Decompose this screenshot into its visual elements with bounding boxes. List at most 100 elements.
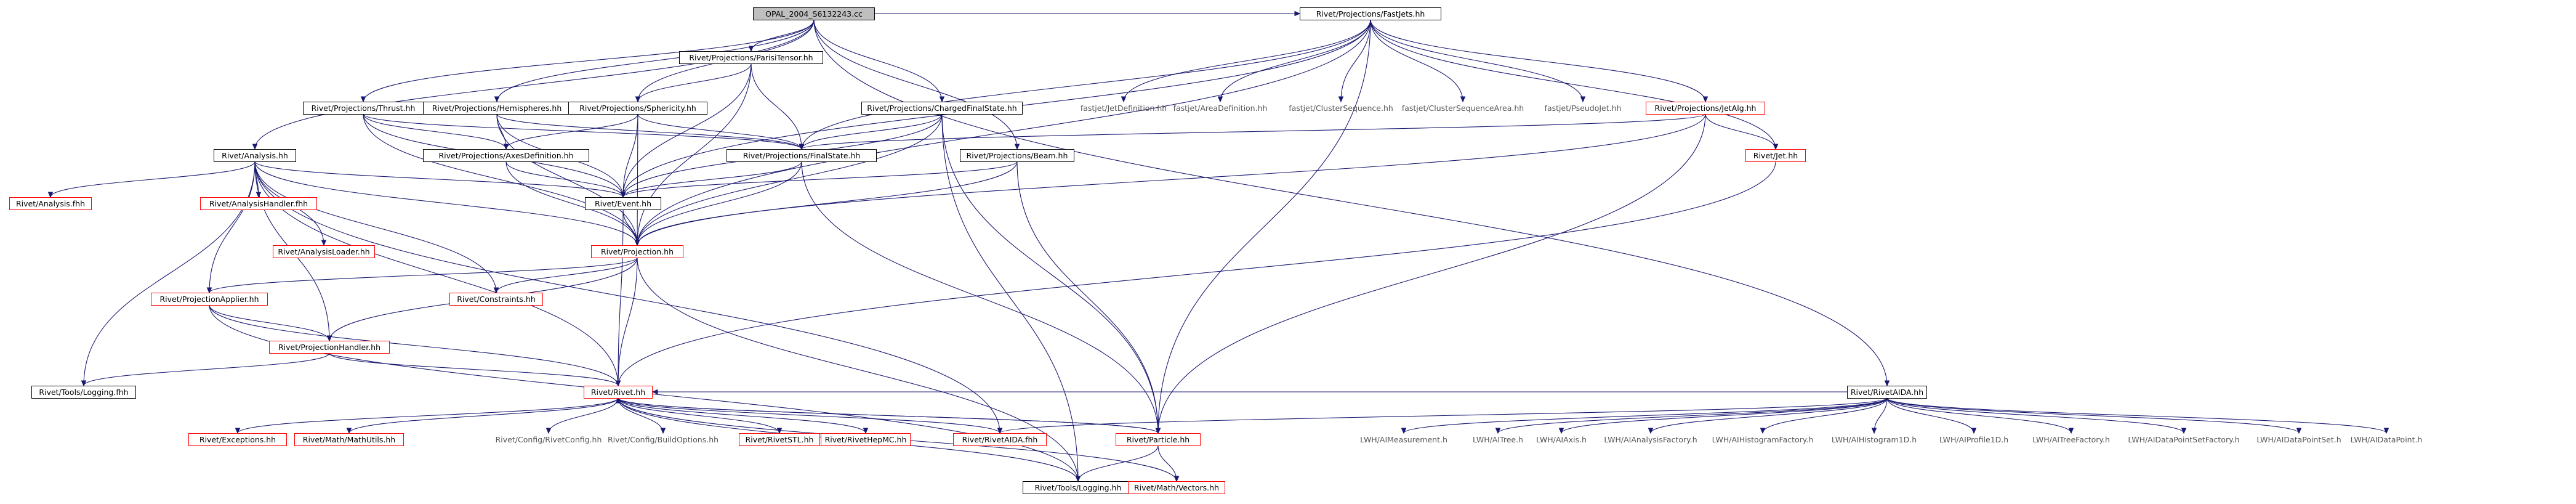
- node-sph[interactable]: Rivet/Projections/Sphericity.hh: [568, 102, 707, 115]
- edge-fj-jalg: [1370, 19, 1706, 102]
- edge-fj-prj: [637, 19, 1371, 246]
- arrowhead-aida-lwt: [1495, 428, 1501, 434]
- arrowhead-pcl-riv: [615, 397, 621, 404]
- node-axd[interactable]: Rivet/Projections/AxesDefinition.hh: [423, 149, 589, 162]
- node-adef: fastjet/AreaDefinition.hh: [1173, 104, 1268, 113]
- edge-pap-riv: [209, 304, 619, 386]
- node-cfs[interactable]: Rivet/Projections/ChargedFinalState.hh: [861, 102, 1023, 115]
- node-par[interactable]: Rivet/Projections/ParisiTensor.hh: [679, 51, 823, 64]
- edge-cfs-tlh: [941, 113, 1079, 482]
- arrowhead-fj-csa: [1460, 96, 1466, 103]
- arrowhead-riv-bo: [660, 428, 666, 434]
- node-bea[interactable]: Rivet/Projections/Beam.hh: [960, 149, 1074, 162]
- node-stl[interactable]: Rivet/RivetSTL.hh: [739, 433, 820, 446]
- edge-evt-riv: [618, 209, 624, 386]
- arrowhead-root-fj: [1294, 10, 1301, 17]
- node-ald[interactable]: Rivet/AnalysisLoader.hh: [273, 245, 375, 258]
- edge-sph-axd: [505, 113, 638, 150]
- node-tlf[interactable]: Rivet/Tools/Logging.fhh: [31, 386, 136, 399]
- edge-sph-evt: [622, 113, 638, 198]
- edge-jalg-prj: [637, 113, 1706, 246]
- arrowhead-phd-tlf: [81, 380, 87, 387]
- node-ahf[interactable]: Rivet/AnalysisHandler.fhh: [200, 197, 317, 210]
- node-fj[interactable]: Rivet/Projections/FastJets.hh: [1300, 7, 1441, 20]
- node-jalg[interactable]: Rivet/Projections/JetAlg.hh: [1646, 102, 1765, 115]
- node-riv[interactable]: Rivet/Rivet.hh: [584, 386, 653, 399]
- node-lwaf: LWH/AIAnalysisFactory.h: [1604, 435, 1697, 444]
- node-raf[interactable]: Rivet/RivetAIDA.fhh: [953, 433, 1047, 446]
- edge-aida-lwds: [1886, 397, 2300, 434]
- node-lwt: LWH/AITree.h: [1473, 435, 1523, 444]
- edge-axd-prj: [505, 161, 638, 246]
- edge-bea-evt: [622, 161, 1018, 198]
- edge-par-fs: [751, 63, 802, 150]
- arrowhead-aida-lwdp: [2383, 428, 2389, 434]
- node-pcl[interactable]: Rivet/Particle.hh: [1116, 433, 1201, 446]
- edge-ana-con: [254, 161, 497, 293]
- edge-riv-exc: [237, 397, 619, 434]
- edge-aida-raf: [999, 397, 1888, 434]
- node-pjet: fastjet/PseudoJet.hh: [1544, 104, 1622, 113]
- arrowhead-root-aida: [1884, 380, 1890, 387]
- node-lwhf: LWH/AIHistogramFactory.h: [1712, 435, 1814, 444]
- node-thr[interactable]: Rivet/Projections/Thrust.hh: [303, 102, 424, 115]
- node-mvh[interactable]: Rivet/Math/Vectors.hh: [1128, 481, 1225, 494]
- node-root[interactable]: OPAL_2004_S6132243.cc: [753, 7, 875, 20]
- edge-pcl-mvh: [1157, 445, 1177, 482]
- edge-pcl-riv: [618, 397, 1159, 434]
- edge-prj-pap: [209, 257, 638, 293]
- arrowhead-root-cfs: [939, 96, 945, 103]
- node-aida[interactable]: Rivet/RivetAIDA.hh: [1847, 386, 1927, 399]
- edge-jalg-jet: [1705, 113, 1776, 150]
- edge-par-sph: [637, 63, 752, 102]
- edge-aida-lwp1: [1886, 397, 1974, 434]
- edge-prj-tlh: [637, 257, 1079, 482]
- node-fs[interactable]: Rivet/Projections/FinalState.hh: [727, 149, 877, 162]
- node-cseq: fastjet/ClusterSequence.hh: [1289, 104, 1393, 113]
- edge-fj-jdef: [1123, 19, 1371, 102]
- edge-par-evt: [622, 63, 752, 198]
- edge-axd-evt: [505, 161, 624, 198]
- node-exc[interactable]: Rivet/Exceptions.hh: [188, 433, 287, 446]
- node-prj[interactable]: Rivet/Projection.hh: [591, 245, 683, 258]
- node-afh[interactable]: Rivet/Analysis.fhh: [9, 197, 92, 210]
- arrowhead-aida-lwh1: [1871, 428, 1877, 434]
- node-lwdp: LWH/AIDataPoint.h: [2350, 435, 2423, 444]
- node-tlh[interactable]: Rivet/Tools/Logging.hh: [1023, 481, 1133, 494]
- edge-bea-prj: [637, 161, 1018, 246]
- arrowhead-riv-rcf: [545, 428, 552, 434]
- node-evt[interactable]: Rivet/Event.hh: [585, 197, 661, 210]
- arrowhead-fj-pjet: [1580, 96, 1586, 103]
- node-mmu[interactable]: Rivet/Math/MathUtils.hh: [294, 433, 404, 446]
- arrowhead-riv-exc: [235, 428, 241, 434]
- edge-fs-evt: [622, 161, 802, 198]
- edge-thr-prj: [363, 113, 638, 246]
- arrowhead-fj-jdef: [1121, 96, 1127, 103]
- node-lwtf: LWH/AITreeFactory.h: [2032, 435, 2110, 444]
- arrowhead-riv-pcl: [1155, 428, 1161, 434]
- node-jet[interactable]: Rivet/Jet.hh: [1745, 149, 1806, 162]
- node-hmc[interactable]: Rivet/RivetHepMC.hh: [821, 433, 911, 446]
- edge-root-aida: [813, 19, 1888, 386]
- node-pap[interactable]: Rivet/ProjectionApplier.hh: [151, 293, 268, 306]
- edge-root-bea: [813, 19, 1018, 150]
- node-hem[interactable]: Rivet/Projections/Hemispheres.hh: [423, 102, 571, 115]
- edge-fj-pjet: [1370, 19, 1584, 102]
- node-phd[interactable]: Rivet/ProjectionHandler.hh: [269, 341, 390, 354]
- arrowhead-root-par: [748, 46, 754, 52]
- arrowhead-riv-mmu: [346, 428, 352, 434]
- edge-fs-pcl: [801, 161, 1159, 434]
- node-con[interactable]: Rivet/Constraints.hh: [449, 293, 543, 306]
- edge-cfs-pcl: [941, 113, 1159, 434]
- edge-root-hem: [496, 19, 815, 102]
- edge-riv-rcf: [548, 397, 619, 434]
- arrowhead-root-thr: [360, 96, 366, 103]
- edge-riv-mmu: [348, 397, 619, 434]
- arrowhead-aida-lwm: [1401, 428, 1407, 434]
- edge-fj-jet: [1370, 19, 1776, 150]
- edge-jalg-fs: [801, 113, 1706, 150]
- node-ana[interactable]: Rivet/Analysis.hh: [214, 149, 296, 162]
- arrowhead-root-ana: [252, 144, 258, 150]
